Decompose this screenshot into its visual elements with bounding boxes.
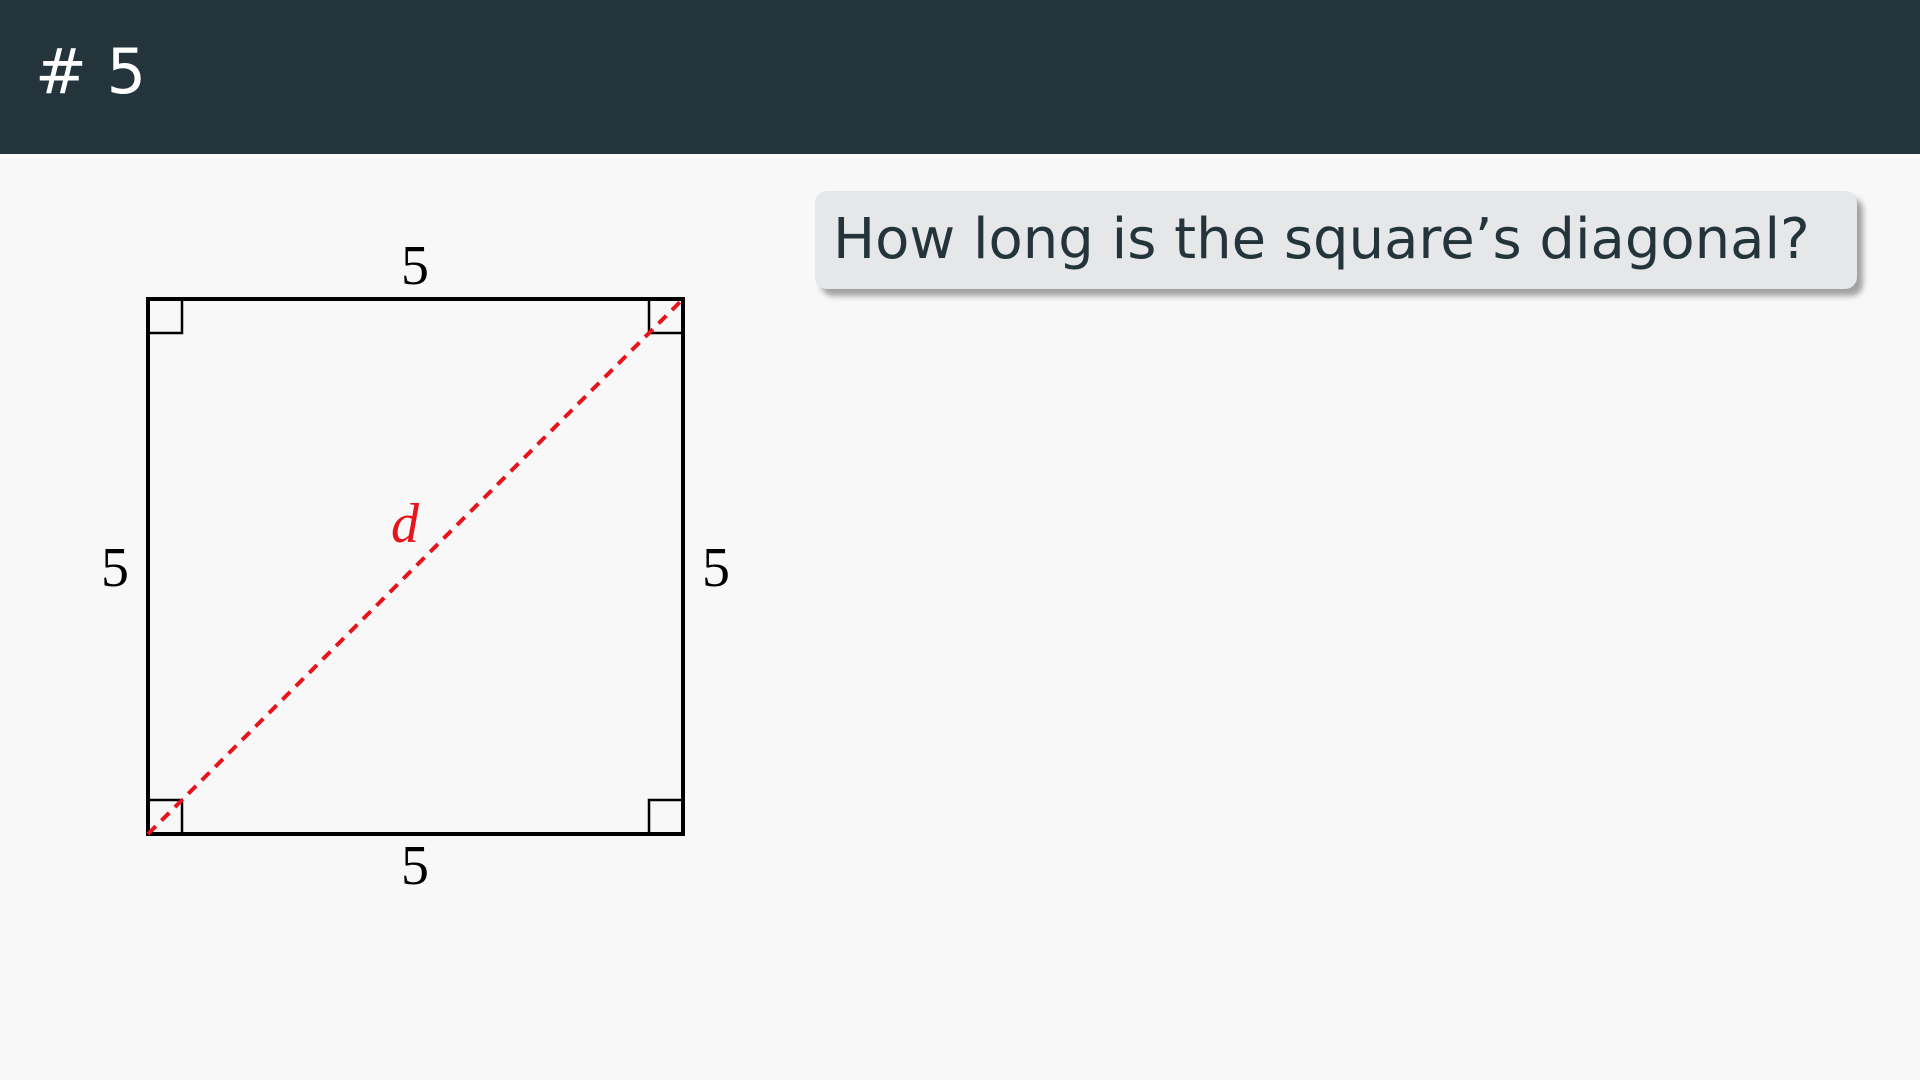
header-bar: # 5 — [0, 0, 1920, 154]
side-label-right: 5 — [702, 537, 730, 599]
side-label-bottom: 5 — [401, 835, 429, 897]
diagonal-line — [146, 297, 685, 836]
question-text: How long is the square’s diagonal? — [833, 207, 1810, 272]
square-outline — [146, 297, 685, 836]
square-diagram: 5 5 5 5 d — [101, 235, 730, 897]
question-box: How long is the square’s diagonal? — [815, 191, 1857, 289]
diagonal-label: d — [391, 493, 420, 555]
right-angle-mark-bottom-left — [146, 798, 184, 836]
side-label-top: 5 — [401, 235, 429, 297]
side-label-left: 5 — [101, 537, 129, 599]
right-angle-mark-top-right — [647, 297, 685, 335]
right-angle-mark-bottom-right — [647, 798, 685, 836]
right-angle-mark-top-left — [146, 297, 184, 335]
slide-title: # 5 — [35, 35, 147, 108]
